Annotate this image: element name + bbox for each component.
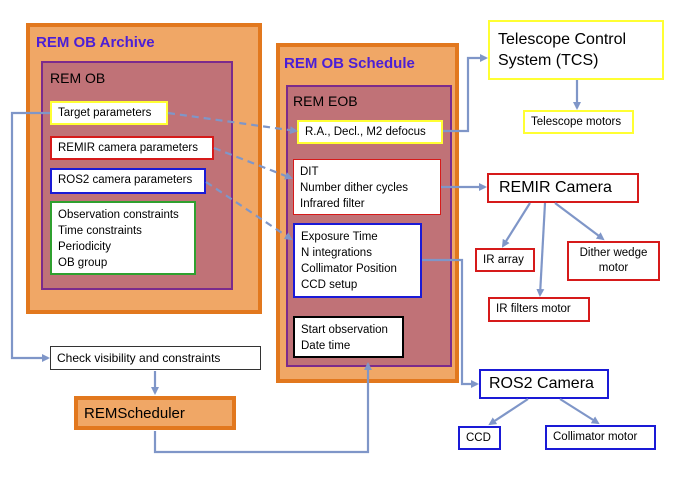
rem-eob-title: REM EOB [293,93,358,109]
optical-setup-box: Exposure Time N integrations Collimator … [293,223,422,298]
ir-setup-dit: DIT [300,166,319,178]
target-parameters-label: Target parameters [58,107,152,119]
arrow-remir-to-filters [536,202,547,297]
ir-setup-list: DIT Number dither cycles Infrared filter [294,160,440,216]
ir-setup-box: DIT Number dither cycles Infrared filter [293,159,441,215]
date-time-label: Date time [301,340,351,352]
telescope-motors-label: Telescope motors [531,116,622,128]
arrow-remir-params-to-ir-setup [213,146,293,180]
constraints-box: Observation constraints Time constraints… [50,201,196,275]
rem-ob-title: REM OB [50,70,106,86]
remscheduler-label: REMScheduler [84,405,185,422]
constraint-time: Time constraints [58,225,142,237]
start-observation-box: Start observation Date time [293,316,404,358]
arrow-remir-to-dither [554,202,605,241]
telescope-motors-box: Telescope motors [523,110,634,134]
constraint-periodicity: Periodicity [58,241,112,253]
remir-camera-box: REMIR Camera [487,173,639,203]
remir-camera-title: REMIR Camera [499,179,612,196]
arrow-target-to-radec [167,111,298,135]
dither-wedge-line1: Dither wedge [579,247,648,259]
ros2-camera-box: ROS2 Camera [479,369,609,399]
remir-camera-parameters-box: REMIR camera parameters [50,136,214,160]
check-visibility-label: Check visibility and constraints [57,351,221,365]
tcs-title-line1: Telescope Control [498,31,627,48]
ir-array-box: IR array [475,248,535,272]
start-observation-list: Start observation Date time [295,318,402,358]
optical-setup-list: Exposure Time N integrations Collimator … [295,225,420,297]
ccd-label: CCD [466,432,491,444]
constraint-ob-group: OB group [58,257,108,269]
dither-wedge-line2: motor [598,262,629,274]
arrow-ros2-to-ccd [488,398,529,426]
ir-setup-dither: Number dither cycles [300,182,409,194]
ros2-camera-title: ROS2 Camera [489,375,594,392]
target-parameters-box: Target parameters [50,101,168,125]
ir-array-label: IR array [483,254,524,266]
optical-collimator: Collimator Position [301,263,397,275]
ob-schedule-title: REM OB Schedule [284,55,415,72]
collimator-motor-label: Collimator motor [553,431,638,443]
ccd-box: CCD [458,426,501,450]
tcs-title-line2: System (TCS) [498,52,599,69]
ir-filters-motor-label: IR filters motor [496,303,571,315]
check-visibility-box: Check visibility and constraints [50,346,261,370]
radec-box: R.A., Decl., M2 defocus [297,120,443,144]
remir-camera-parameters-label: REMIR camera parameters [58,142,198,154]
tcs-title: Telescope Control System (TCS) [490,22,662,78]
ob-archive-title: REM OB Archive [36,34,155,51]
arrow-ros2-to-collimator [559,398,600,425]
ir-filters-motor-box: IR filters motor [488,297,590,322]
dither-wedge-label: Dither wedge motor [569,243,658,279]
arrow-ros2-params-to-optical [205,181,293,241]
arrow-radec-to-tcs [443,54,488,133]
constraint-observation: Observation constraints [58,209,179,221]
arrow-target-to-check [10,111,50,362]
remscheduler-box: REMScheduler [74,396,236,430]
optical-ccd: CCD setup [301,279,358,291]
dither-wedge-box: Dither wedge motor [567,241,660,281]
ros2-camera-parameters-box: ROS2 camera parameters [50,168,206,194]
arrow-scheduler-to-start [153,362,372,454]
start-observation-label: Start observation [301,324,388,336]
tcs-box: Telescope Control System (TCS) [488,20,664,80]
ir-setup-filter: Infrared filter [300,198,365,210]
optical-exposure: Exposure Time [301,231,378,243]
ros2-camera-parameters-label: ROS2 camera parameters [58,174,193,186]
optical-integrations: N integrations [301,247,372,259]
constraints-list: Observation constraints Time constraints… [52,203,194,275]
collimator-motor-box: Collimator motor [545,425,656,450]
radec-label: R.A., Decl., M2 defocus [305,126,426,138]
arrow-optical-to-ros2 [422,258,479,388]
arrow-remir-to-ir-array [501,202,531,248]
